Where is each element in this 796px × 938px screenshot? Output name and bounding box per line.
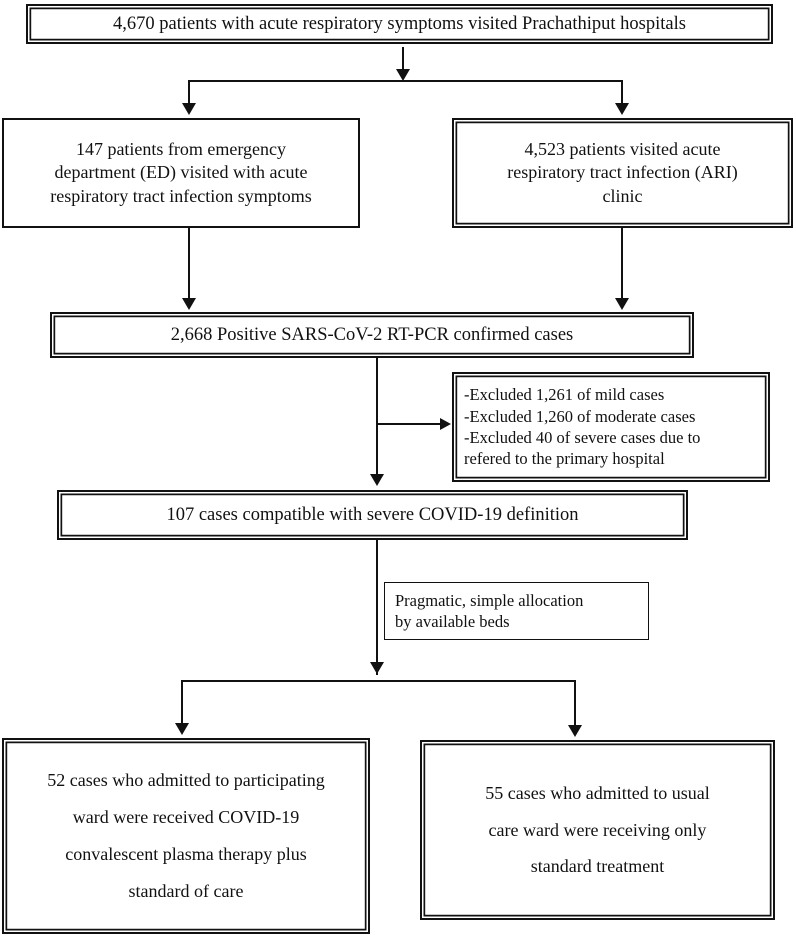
connector-severe-trunk (376, 540, 378, 675)
node-total-screened: 4,670 patients with acute respiratory sy… (26, 4, 773, 44)
arrowhead-split-to-ed (182, 103, 196, 115)
arrowhead-ed-to-positive (182, 298, 196, 310)
arrowhead-positive-to-severe (370, 474, 384, 486)
connector-split-right-drop (621, 80, 623, 108)
node-exclusions-label: -Excluded 1,261 of mild cases -Excluded … (464, 385, 701, 469)
arrowhead-ari-to-positive (615, 298, 629, 310)
node-allocation-method: Pragmatic, simple allocation by availabl… (384, 582, 649, 640)
node-positive-rtpcr-label: 2,668 Positive SARS-CoV-2 RT-PCR confirm… (170, 324, 574, 345)
connector-allocation-left-drop (181, 680, 183, 728)
connector-split-left-drop (188, 80, 190, 108)
node-ari-clinic: 4,523 patients visited acute respiratory… (452, 118, 793, 228)
connector-top-to-split-stem (402, 47, 404, 77)
connector-ari-to-positive (621, 228, 623, 300)
node-severe-covid-definition: 107 cases compatible with severe COVID-1… (57, 490, 688, 540)
node-convalescent-plasma-arm-label: 52 cases who admitted to participating w… (47, 770, 325, 901)
arrowhead-severe-to-allocation (370, 662, 384, 674)
node-exclusions: -Excluded 1,261 of mild cases -Excluded … (452, 372, 770, 482)
connector-ed-to-positive (188, 228, 190, 300)
arrowhead-split-to-ari (615, 103, 629, 115)
node-usual-care-arm-label: 55 cases who admitted to usual care ward… (485, 782, 710, 877)
connector-split-bus (188, 80, 623, 82)
node-convalescent-plasma-arm: 52 cases who admitted to participating w… (2, 738, 370, 934)
node-total-screened-label: 4,670 patients with acute respiratory sy… (113, 13, 686, 34)
connector-allocation-right-drop (574, 680, 576, 728)
connector-trunk-to-excluded (376, 423, 442, 425)
connector-positive-trunk (376, 358, 378, 478)
node-positive-rtpcr: 2,668 Positive SARS-CoV-2 RT-PCR confirm… (50, 312, 694, 358)
node-emergency-department-label: 147 patients from emergency department (… (50, 138, 312, 206)
node-ari-clinic-label: 4,523 patients visited acute respiratory… (507, 138, 738, 206)
arrowhead-allocation-to-usual (568, 725, 582, 737)
arrowhead-top-to-split (396, 69, 410, 81)
arrowhead-trunk-to-excluded (440, 418, 451, 430)
arrowhead-allocation-to-cp (175, 723, 189, 735)
node-usual-care-arm: 55 cases who admitted to usual care ward… (420, 740, 775, 920)
connector-allocation-bus (181, 680, 575, 682)
node-severe-covid-definition-label: 107 cases compatible with severe COVID-1… (166, 504, 579, 525)
node-emergency-department: 147 patients from emergency department (… (2, 118, 360, 228)
node-allocation-method-label: Pragmatic, simple allocation by availabl… (395, 590, 584, 631)
